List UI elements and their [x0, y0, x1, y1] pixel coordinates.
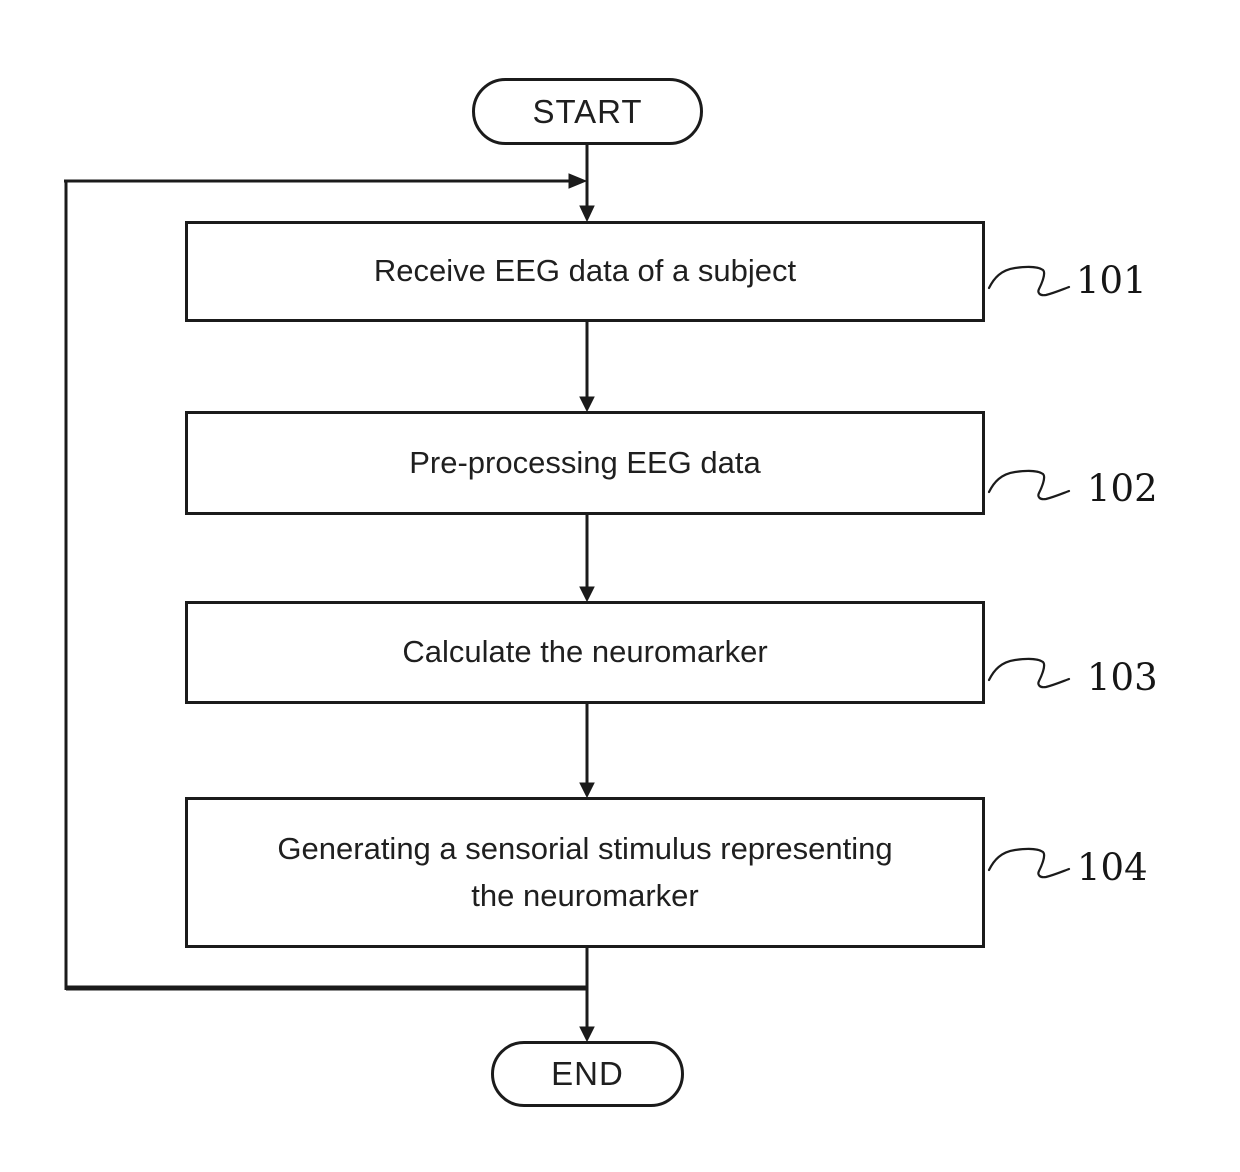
arrow-start-to-step1-head: [579, 205, 595, 223]
ref-label-101: 101: [1076, 259, 1147, 302]
start-terminal: START: [472, 78, 703, 145]
arrow-step4-to-end-head: [579, 1026, 595, 1043]
step-box-preprocessing-eeg-data: Pre-processing EEG data: [185, 411, 985, 515]
step-box-generate-sensorial-stimulus: Generating a sensorial stimulus represen…: [185, 797, 985, 948]
feedback-loop-arrowhead: [568, 173, 588, 189]
end-terminal-label: END: [551, 1055, 624, 1092]
ref-leader-squiggle-103: [987, 657, 1071, 689]
step-box-receive-eeg-data-label: Receive EEG data of a subject: [373, 253, 797, 289]
arrow-step1-to-step2-head: [579, 396, 595, 413]
ref-label-102: 102: [1087, 467, 1158, 510]
step-box-generate-sensorial-stimulus-label: Generating a sensorial stimulus represen…: [277, 831, 893, 913]
step-box-calculate-neuromarker: Calculate the neuromarker: [185, 601, 985, 704]
ref-leader-squiggle-104: [987, 847, 1071, 879]
ref-leader-squiggle-101: [987, 265, 1071, 297]
step-box-receive-eeg-data: Receive EEG data of a subject: [185, 221, 985, 322]
ref-label-104: 104: [1077, 846, 1148, 889]
end-terminal: END: [491, 1041, 684, 1107]
arrow-step3-to-step4-head: [579, 782, 595, 799]
ref-label-103: 103: [1087, 656, 1158, 699]
arrow-step2-to-step3-head: [579, 586, 595, 603]
start-terminal-label: START: [532, 92, 643, 130]
step-box-preprocessing-eeg-data-label: Pre-processing EEG data: [409, 444, 761, 480]
ref-leader-squiggle-102: [987, 469, 1071, 501]
step-box-calculate-neuromarker-label: Calculate the neuromarker: [402, 634, 768, 670]
